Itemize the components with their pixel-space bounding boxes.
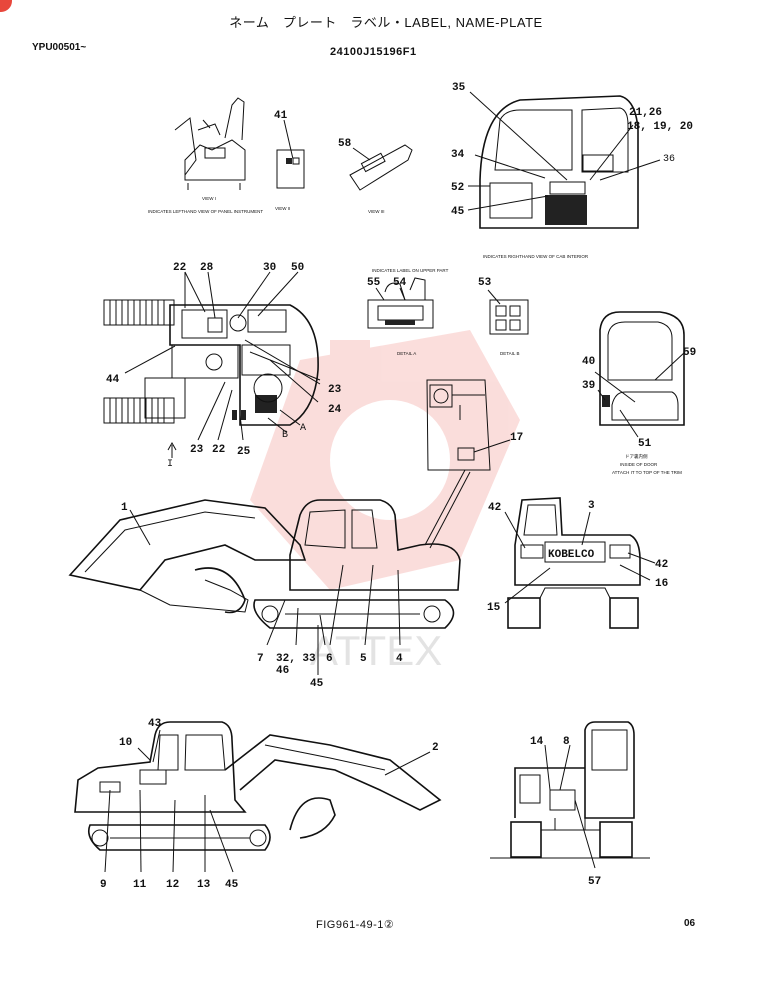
callout-45-right: 45 [225,879,239,891]
rear-view-excavator: KOBELCO [504,497,656,629]
callout-21-26: 21,26 [629,107,662,119]
view-ii-caption: VIEW II [275,206,290,211]
callout-50: 50 [291,262,304,274]
callout-9: 9 [100,879,107,891]
right-side-excavator [74,721,442,873]
callout-39: 39 [582,380,595,392]
rear-panel-17 [426,379,511,471]
callout-15: 15 [487,602,501,614]
callout-52: 52 [451,182,464,194]
callout-8: 8 [563,736,570,748]
callout-35: 35 [452,82,466,94]
callout-59: 59 [683,347,696,359]
callout-18-19-20: 18, 19, 20 [627,121,693,133]
callout-23-right: 23 [328,384,342,396]
watermark-text: ATTEX [310,627,442,674]
left-side-excavator [68,469,471,675]
callout-53: 53 [478,277,492,289]
view-iii-caption: VIEW III [368,209,385,214]
view-ii-panel [276,119,305,189]
serial-range: YPU00501~ [32,42,87,53]
callout-11: 11 [133,879,147,891]
callout-55: 55 [367,277,381,289]
callout-10: 10 [119,737,132,749]
callout-2: 2 [432,742,439,754]
page-title: ネーム プレート ラベル・LABEL, NAME-PLATE [229,15,543,30]
door-view [594,311,686,438]
view-i-note: INDICATES LEFTHAND VIEW OF PANEL INSTRUM… [148,209,263,214]
cab-interior-view [467,91,661,229]
detail-a-drawing [367,277,434,329]
callout-45-cab: 45 [451,206,465,218]
callout-51: 51 [638,438,652,450]
callout-16: 16 [655,578,668,590]
callout-14: 14 [530,736,544,748]
detail-a-note: INDICATES LABEL ON UPPER PART [372,268,449,273]
callout-42-left: 42 [488,502,501,514]
callout-36: 36 [663,154,675,165]
callout-17: 17 [510,432,523,444]
callout-12: 12 [166,879,179,891]
callout-24: 24 [328,404,342,416]
door-note-jp: ドア裏内側 [625,453,648,460]
brand-nameplate: KOBELCO [548,549,595,561]
callout-32-33: 32, 33 [276,653,316,665]
callout-40: 40 [582,356,595,368]
callout-1: 1 [121,502,128,514]
detail-a-caption: DETAIL A [397,351,416,356]
callout-A: A [300,423,306,434]
part-number: 24100J15196F1 [330,46,417,58]
callout-34: 34 [451,149,465,161]
callout-46: 46 [276,665,289,677]
page-number: 06 [684,918,696,929]
callout-28: 28 [200,262,214,274]
callout-6: 6 [326,653,333,665]
detail-b-drawing [487,289,529,335]
figure-number: FIG961-49-1② [316,919,395,931]
callout-41: 41 [274,110,288,122]
callout-42-right: 42 [655,559,668,571]
top-view-machine [103,271,321,458]
callout-58: 58 [338,138,352,150]
callout-4: 4 [396,653,403,665]
view-i-caption: VIEW I [202,196,216,201]
callout-B: B [282,430,288,441]
door-note-2: ATTACH IT TO TOP OF THE TRIM [612,470,682,475]
callout-23-bottom: 23 [190,444,204,456]
callout-57: 57 [588,876,601,888]
view-i-seat [174,97,246,190]
callout-5: 5 [360,653,367,665]
cab-interior-note: INDICATES RIGHTHAND VIEW OF CAB INTERIOR [483,254,589,259]
callout-45-left: 45 [310,678,324,690]
callout-22-bottom: 22 [212,444,225,456]
callout-I: I [167,459,173,470]
callout-3: 3 [588,500,595,512]
door-note-1: INSIDE OF DOOR [620,462,658,467]
callout-25: 25 [237,446,251,458]
callout-22-top: 22 [173,262,186,274]
view-iii-panel [349,144,413,191]
front-view-excavator [490,721,650,869]
callout-7: 7 [257,653,264,665]
callout-30: 30 [263,262,276,274]
callout-43: 43 [148,718,162,730]
callout-54: 54 [393,277,407,289]
callout-44: 44 [106,374,120,386]
detail-b-caption: DETAIL B [500,351,520,356]
callout-13: 13 [197,879,211,891]
